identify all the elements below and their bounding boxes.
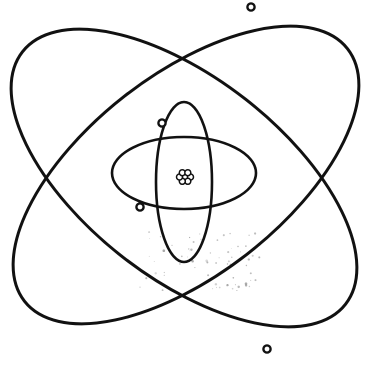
- smudge-speck: [232, 288, 234, 290]
- smudge-speck: [237, 246, 238, 247]
- smudge-speck: [164, 272, 165, 273]
- nucleus: [177, 170, 194, 185]
- smudge-speck: [155, 272, 157, 274]
- smudge-speck: [245, 282, 248, 285]
- smudge-speck: [227, 263, 228, 264]
- smudge-speck: [219, 287, 221, 289]
- smudge-speck: [190, 248, 192, 250]
- smudge-speck: [246, 265, 247, 266]
- smudge-speck: [187, 257, 188, 258]
- smudge-speck: [215, 262, 217, 264]
- smudge-speck: [231, 257, 232, 258]
- smudge-speck: [163, 249, 166, 252]
- smudge-speck: [149, 238, 150, 239]
- smudge-speck: [249, 286, 250, 287]
- smudge-speck: [189, 237, 190, 238]
- nucleus-particle: [185, 170, 191, 176]
- smudge-speck: [212, 288, 213, 289]
- smudge-speck: [162, 289, 164, 291]
- smudge-speck: [233, 277, 235, 279]
- smudge-speck: [205, 260, 208, 263]
- smudge-speck: [254, 232, 256, 234]
- smudge-speck: [219, 257, 220, 258]
- smudge-speck: [199, 234, 200, 235]
- smudge-speck: [154, 261, 155, 262]
- smudge-speck: [250, 280, 251, 281]
- smudge-speck: [188, 248, 189, 249]
- smudge-speck: [252, 255, 254, 257]
- smudge-speck: [245, 245, 246, 246]
- smudge-speck: [207, 274, 209, 276]
- smudge-speck: [237, 286, 239, 288]
- smudge-speck: [215, 283, 217, 285]
- smudge-speck: [148, 231, 150, 233]
- electron-inner-top: [158, 119, 165, 126]
- smudge-speck: [160, 236, 161, 237]
- smudge-speck: [228, 260, 230, 262]
- smudge-speck: [229, 233, 230, 234]
- smudge-speck: [181, 256, 183, 258]
- smudge-speck: [255, 279, 257, 281]
- smudge-speck: [236, 290, 237, 291]
- smudge-speck: [189, 251, 190, 252]
- smudge-speck: [231, 248, 232, 249]
- smudge-speck: [240, 251, 241, 252]
- smudge-speck: [171, 245, 172, 246]
- smudge-speck: [200, 239, 201, 240]
- smudge-speck: [216, 287, 217, 288]
- smudge-speck: [145, 277, 147, 279]
- smudge-speck: [217, 239, 219, 241]
- smudge-speck: [223, 234, 225, 236]
- smudge-speck: [194, 267, 195, 268]
- smudge-speck: [235, 284, 236, 285]
- smudge-speck: [164, 275, 165, 276]
- smudge-speck: [248, 258, 250, 260]
- smudge-speck: [210, 252, 211, 253]
- smudge-speck: [258, 256, 260, 258]
- smudge-speck: [248, 235, 249, 236]
- electron-inner-left: [136, 203, 143, 210]
- smudge-speck: [179, 263, 181, 265]
- smudge-speck: [193, 241, 195, 243]
- smudge-speck: [227, 251, 229, 253]
- electron-top-right: [247, 3, 254, 10]
- smudge-speck: [149, 256, 150, 257]
- smudge-speck: [139, 287, 140, 288]
- smudge-speck: [226, 284, 228, 286]
- smudge-speck: [250, 272, 252, 274]
- electron-bottom-right: [263, 345, 270, 352]
